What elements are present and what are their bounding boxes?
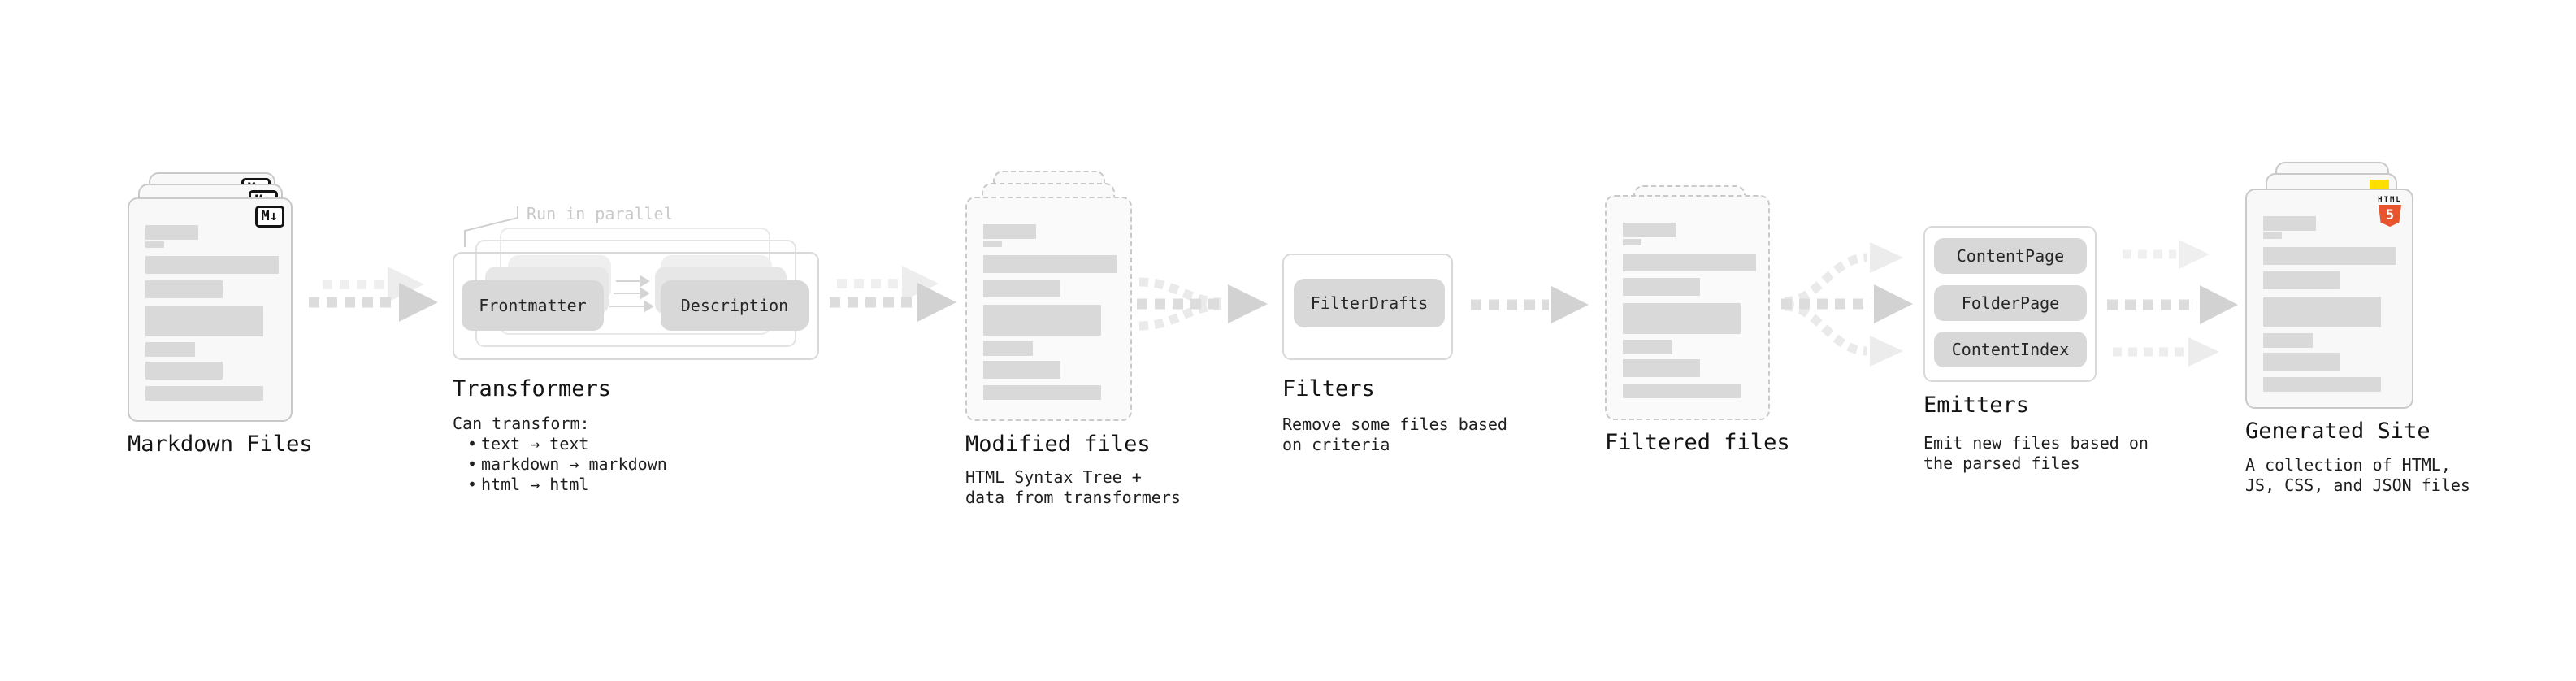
content-bar (983, 255, 1117, 273)
emitters-description: Emit new files based on the parsed files (1923, 433, 2149, 474)
description-line: Emit new files based on (1923, 433, 2149, 453)
generated-site-title: Generated Site (2245, 419, 2431, 444)
content-bar (145, 256, 279, 274)
content-bar (145, 241, 164, 248)
content-bar (983, 241, 1002, 247)
transformer-box-front (453, 252, 819, 360)
content-bar (2263, 232, 2282, 239)
content-bar (2263, 297, 2381, 327)
content-bar (145, 225, 198, 240)
arrow-transformers-to-modified (830, 266, 956, 322)
content-bar (2263, 247, 2396, 265)
contentindex-pill: ContentIndex (1934, 332, 2087, 367)
contentpage-pill: ContentPage (1934, 238, 2087, 274)
description-line: the parsed files (1923, 453, 2080, 473)
markdown-file-card-front: M↓ (128, 197, 293, 422)
content-bar (983, 341, 1033, 356)
description-line: on criteria (1282, 435, 1390, 454)
frontmatter-pill: Frontmatter (462, 280, 604, 331)
filtered-file-card-front (1605, 195, 1770, 420)
content-bar (983, 385, 1101, 400)
bullet-text: html → html (481, 475, 589, 494)
filters-title: Filters (1282, 376, 1375, 401)
filters-description: Remove some files based on criteria (1282, 414, 1507, 455)
filtered-files-title: Filtered files (1605, 430, 1790, 455)
content-bar (1623, 223, 1676, 237)
markdown-files-title: Markdown Files (128, 432, 313, 457)
description-line: A collection of HTML, (2245, 455, 2451, 475)
transform-bullet: • html → html (453, 475, 667, 495)
run-in-parallel-note: Run in parallel (527, 204, 674, 223)
content-bar (983, 361, 1060, 379)
js-icon (2370, 180, 2389, 189)
bullet-text: markdown → markdown (481, 454, 667, 474)
content-bar (145, 280, 223, 298)
folderpage-pill: FolderPage (1934, 285, 2087, 321)
arrow-markdown-to-transformers (309, 267, 438, 322)
bullet-dot: • (467, 434, 478, 453)
transformers-title: Transformers (453, 376, 612, 401)
html5-icon-word: HTML (2378, 196, 2402, 204)
content-bar (145, 362, 223, 380)
arrow-filtered-to-emitters (1781, 242, 1913, 367)
modified-files-title: Modified files (965, 432, 1151, 457)
html5-icon: HTML 5 (2375, 196, 2405, 227)
description-pill: Description (661, 280, 809, 331)
content-bar (145, 306, 263, 336)
filterdrafts-pill: FilterDrafts (1294, 279, 1445, 327)
generated-site-description: A collection of HTML, JS, CSS, and JSON … (2245, 455, 2470, 496)
content-bar (983, 305, 1101, 336)
transform-bullet: • text → text (453, 434, 667, 454)
transform-bullet: • markdown → markdown (453, 454, 667, 475)
can-transform-heading: Can transform: (453, 414, 590, 433)
bullet-dot: • (467, 475, 478, 494)
content-bar (1623, 239, 1641, 245)
content-bar (145, 342, 195, 357)
arrow-modified-to-filters (1137, 277, 1268, 331)
modified-file-card-front (965, 197, 1132, 421)
site-file-card-html: HTML 5 (2245, 189, 2413, 409)
html5-icon-shield: 5 (2379, 205, 2401, 227)
bullet-text: text → text (481, 434, 589, 453)
emitters-box (1923, 226, 2097, 382)
modified-files-description: HTML Syntax Tree + data from transformer… (965, 467, 1181, 508)
content-bar (145, 386, 263, 401)
emitters-title: Emitters (1923, 393, 2030, 418)
content-bar (983, 224, 1036, 239)
arrow-filters-to-filtered (1471, 286, 1589, 323)
filters-box (1282, 254, 1453, 360)
description-line: Remove some files based (1282, 414, 1507, 434)
content-bar (1623, 340, 1672, 354)
transformer-parallel-arrows (609, 275, 654, 313)
arrow-emitters-to-site (2107, 240, 2238, 367)
content-bar (2263, 271, 2340, 289)
content-bar (983, 280, 1060, 297)
content-bar (1623, 303, 1741, 334)
description-line: JS, CSS, and JSON files (2245, 475, 2470, 495)
content-bar (2263, 377, 2381, 392)
content-bar (2263, 353, 2340, 371)
content-bar (1623, 359, 1700, 377)
content-bar (1623, 254, 1756, 271)
transformers-description: Can transform: • text → text • markdown … (453, 414, 667, 495)
description-line: data from transformers (965, 488, 1181, 507)
content-bar (2263, 333, 2313, 348)
content-bar (1623, 384, 1741, 398)
run-in-parallel-leader-line (464, 206, 518, 247)
bullet-dot: • (467, 454, 478, 474)
content-bar (2263, 216, 2316, 231)
content-bar (1623, 278, 1700, 296)
description-line: HTML Syntax Tree + (965, 467, 1142, 487)
markdown-icon: M↓ (254, 206, 284, 228)
